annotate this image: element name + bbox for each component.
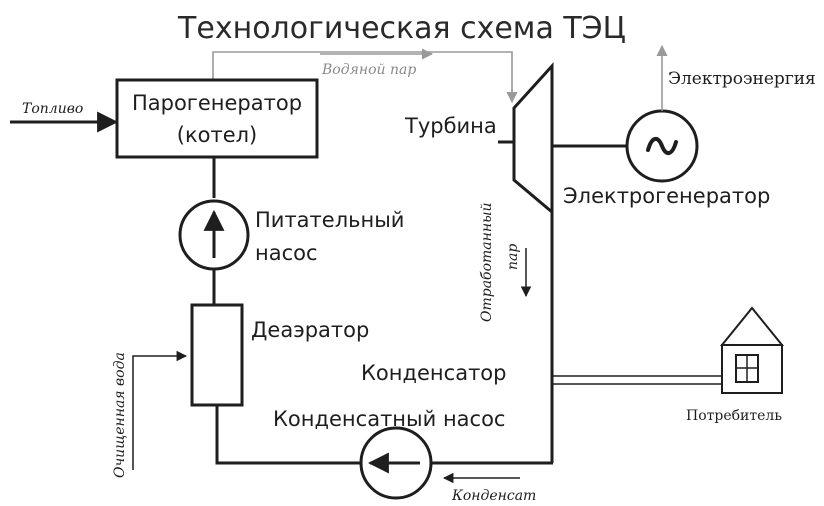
electricity-label: Электроэнергия bbox=[668, 69, 816, 89]
consumer-label: Потребитель bbox=[686, 408, 782, 424]
steam-label: Водяной пар bbox=[321, 62, 416, 78]
condenser-label: Конденсатор bbox=[361, 361, 506, 385]
exhaust-steam-label-line2: пар bbox=[505, 244, 521, 270]
exhaust-steam-label-line1: Отработанный bbox=[479, 202, 495, 322]
deaerator-label: Деаэратор bbox=[251, 318, 369, 342]
purified-water-label: Очищенная вода bbox=[112, 352, 128, 478]
feed-pump-label-line2: насос bbox=[255, 241, 318, 265]
boiler-label-line2: (котел) bbox=[177, 123, 258, 147]
purified-water-arrow bbox=[132, 350, 188, 470]
condensate-pump-label: Конденсатный насос bbox=[273, 407, 505, 431]
turbine-shape bbox=[512, 62, 554, 216]
condensate-label: Конденсат bbox=[451, 488, 536, 504]
heat-supply-line bbox=[552, 375, 722, 385]
house-icon bbox=[719, 306, 785, 394]
feed-pump-label-line1: Питательный bbox=[255, 208, 404, 232]
deaerator-box bbox=[190, 303, 244, 407]
generator-label: Электрогенератор bbox=[563, 184, 770, 208]
boiler-box bbox=[115, 78, 319, 159]
condensate-pump bbox=[359, 426, 433, 500]
generator bbox=[625, 109, 699, 183]
pipe-deaerator-return bbox=[215, 405, 360, 465]
boiler-label-line1: Парогенератор bbox=[132, 91, 302, 115]
feed-pump bbox=[178, 199, 250, 271]
page-title: Технологическая схема ТЭЦ bbox=[177, 11, 626, 46]
sine-wave-icon bbox=[646, 137, 678, 155]
turbine-label: Турбина bbox=[404, 114, 497, 138]
steam-line bbox=[212, 48, 518, 104]
fuel-label: Топливо bbox=[22, 101, 83, 117]
